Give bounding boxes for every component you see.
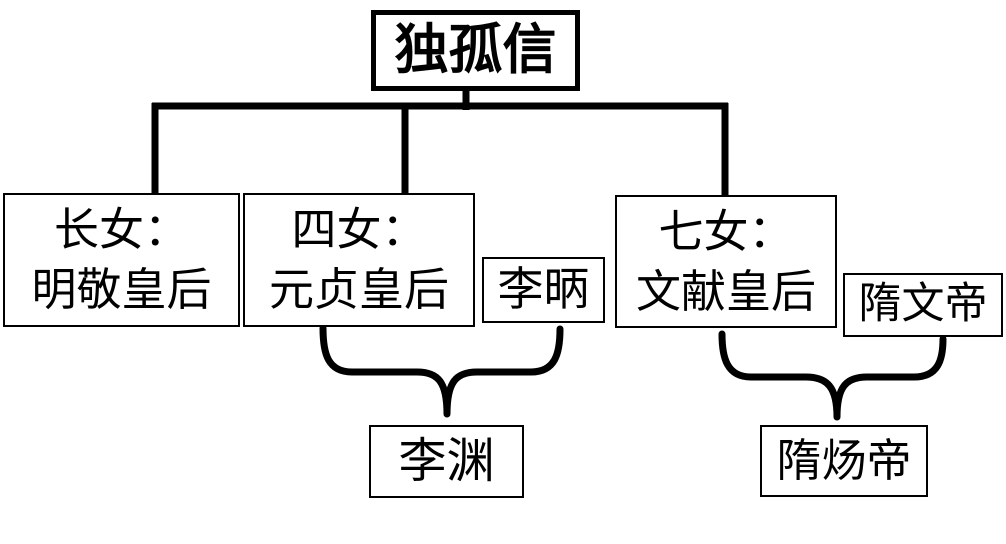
node-seventh-daughter-name: 文献皇后 xyxy=(635,266,816,317)
node-eldest-daughter-title: 长女： xyxy=(53,205,189,255)
node-seventh-daughter-title: 七女： xyxy=(658,206,794,257)
node-seventh-daughter: 七女： 文献皇后 xyxy=(615,195,837,328)
node-li-bing: 李昞 xyxy=(482,257,605,323)
node-sui-wendi-label: 隋文帝 xyxy=(858,281,988,329)
node-li-bing-label: 李昞 xyxy=(497,264,590,316)
node-eldest-daughter-name: 明敬皇后 xyxy=(31,265,212,315)
couple-brace-left xyxy=(319,324,564,418)
node-li-yuan: 李渊 xyxy=(369,425,524,498)
node-sui-wendi: 隋文帝 xyxy=(843,273,1003,337)
node-fourth-daughter-name: 元贞皇后 xyxy=(268,265,449,315)
node-dugu-xin-label: 独孤信 xyxy=(394,19,557,80)
node-fourth-daughter-title: 四女： xyxy=(291,205,427,255)
node-sui-yangdi-label: 隋炀帝 xyxy=(776,435,912,486)
node-li-yuan-label: 李渊 xyxy=(398,434,495,488)
node-eldest-daughter: 长女： 明敬皇后 xyxy=(3,193,240,327)
couple-brace-right xyxy=(718,330,947,421)
node-fourth-daughter: 四女： 元贞皇后 xyxy=(243,193,475,327)
node-sui-yangdi: 隋炀帝 xyxy=(760,425,928,497)
node-dugu-xin: 独孤信 xyxy=(371,10,580,91)
